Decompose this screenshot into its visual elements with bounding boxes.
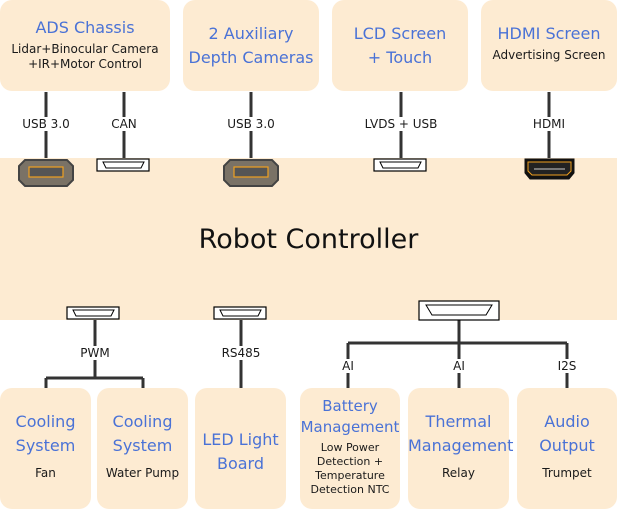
label-lvds-usb: LVDS + USB [362, 117, 440, 131]
device-audio-output: Audio Output Trumpet [517, 388, 617, 509]
device-cooling-fan: Cooling System Fan [0, 388, 91, 509]
device-depth-cameras: 2 Auxiliary Depth Cameras [183, 0, 319, 91]
label-i2s: I2S [555, 359, 579, 373]
hdmi-port-icon [524, 158, 575, 180]
label-usb-3-0: USB 3.0 [20, 117, 72, 131]
pwm-port-icon [66, 306, 120, 320]
controller-title: Robot Controller [198, 224, 419, 255]
device-hdmi-screen: HDMI Screen Advertising Screen [481, 0, 617, 91]
usb-port-icon [18, 159, 74, 187]
label-pwm: PWM [78, 346, 112, 360]
controller-band [0, 158, 617, 320]
device-title: ADS Chassis [35, 18, 135, 37]
label-hdmi: HDMI [530, 117, 568, 131]
label-ai: AI [340, 359, 356, 373]
label-rs485: RS485 [219, 346, 263, 360]
usb-port-icon [223, 159, 279, 187]
label-usb-3-0: USB 3.0 [225, 117, 277, 131]
device-ads-chassis: ADS Chassis Lidar+Binocular Camera +IR+M… [0, 0, 170, 91]
device-cooling-water-pump: Cooling System Water Pump [97, 388, 188, 509]
can-port-icon [96, 158, 150, 172]
rs485-port-icon [213, 306, 267, 320]
label-ai: AI [451, 359, 467, 373]
lvds-port-icon [373, 158, 427, 172]
device-led-light-board: LED Light Board [195, 388, 286, 509]
device-thermal-management: Thermal Management Relay [408, 388, 513, 509]
device-battery-management: Battery Management Low Power Detection +… [300, 388, 400, 509]
label-can: CAN [109, 117, 139, 131]
device-lcd-screen: LCD Screen + Touch [332, 0, 468, 91]
io-bus-port-icon [418, 300, 500, 321]
